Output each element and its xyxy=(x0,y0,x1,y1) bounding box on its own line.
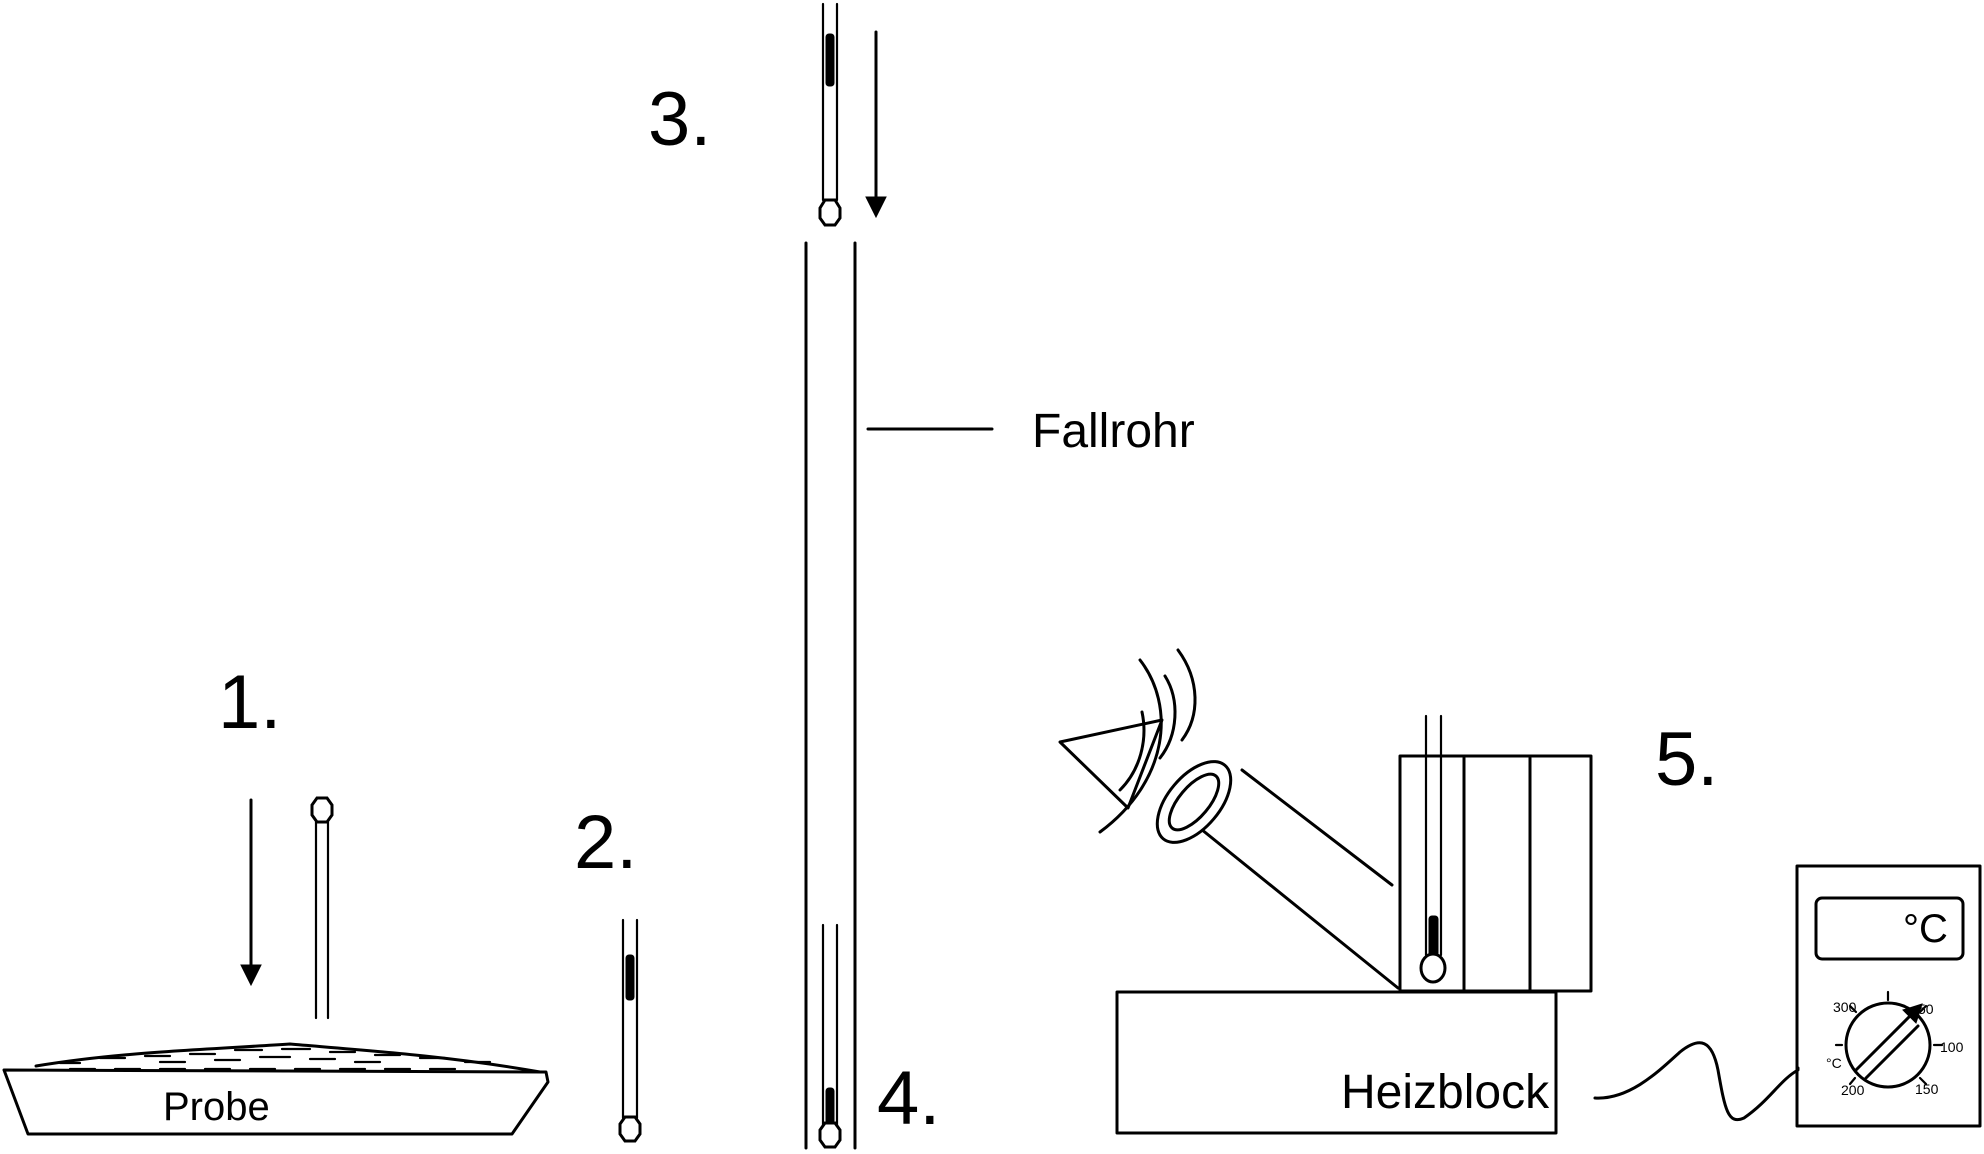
sample-dish-icon xyxy=(2,1042,550,1136)
dropping-capillary-icon xyxy=(818,2,842,227)
step-5-group: 5. Heizblock xyxy=(1058,648,1982,1135)
dial-tick-100: 100 xyxy=(1940,1039,1964,1055)
sample-label: Probe xyxy=(163,1085,270,1129)
display-unit: °C xyxy=(1903,907,1948,951)
settled-capillary-icon xyxy=(818,923,842,1149)
step-4-group: 4. xyxy=(818,923,940,1149)
step-4-label: 4. xyxy=(877,1056,940,1141)
dial-tick-150: 150 xyxy=(1915,1081,1939,1097)
capillary-tube-icon xyxy=(310,796,334,1020)
step-2-group: 2. xyxy=(574,800,642,1143)
temperature-controller: °C 300 50 100 150 xyxy=(1795,864,1982,1128)
step-1-label: 1. xyxy=(218,660,281,745)
heating-block-label: Heizblock xyxy=(1341,1066,1550,1119)
step-1-group: 1. Probe xyxy=(2,660,550,1136)
step-5-label: 5. xyxy=(1655,717,1718,802)
arrow-down-icon xyxy=(865,30,887,219)
heating-block xyxy=(1115,990,1558,1135)
arrow-down-icon xyxy=(240,798,262,987)
magnifier-tube-icon xyxy=(1155,760,1400,990)
filled-capillary-icon xyxy=(618,918,642,1143)
step-3-group: 3. xyxy=(648,2,887,227)
heated-capillary-icon xyxy=(1419,714,1447,984)
controller-case xyxy=(1795,864,1982,1128)
step-3-label: 3. xyxy=(648,77,711,162)
dial-tick-50: 50 xyxy=(1918,1001,1934,1017)
dial-tick-300: 300 xyxy=(1833,999,1857,1015)
eye-icon xyxy=(1058,648,1197,834)
drop-tube-label: Fallrohr xyxy=(1032,405,1195,458)
dial-unit: °C xyxy=(1826,1055,1842,1071)
step-2-label: 2. xyxy=(574,800,637,885)
temperature-display xyxy=(1814,896,1965,961)
drop-tube-group: Fallrohr xyxy=(804,241,1195,1150)
dial-tick-200: 200 xyxy=(1841,1082,1865,1098)
cable xyxy=(1593,1041,1800,1122)
temperature-dial[interactable] xyxy=(1834,990,1944,1089)
